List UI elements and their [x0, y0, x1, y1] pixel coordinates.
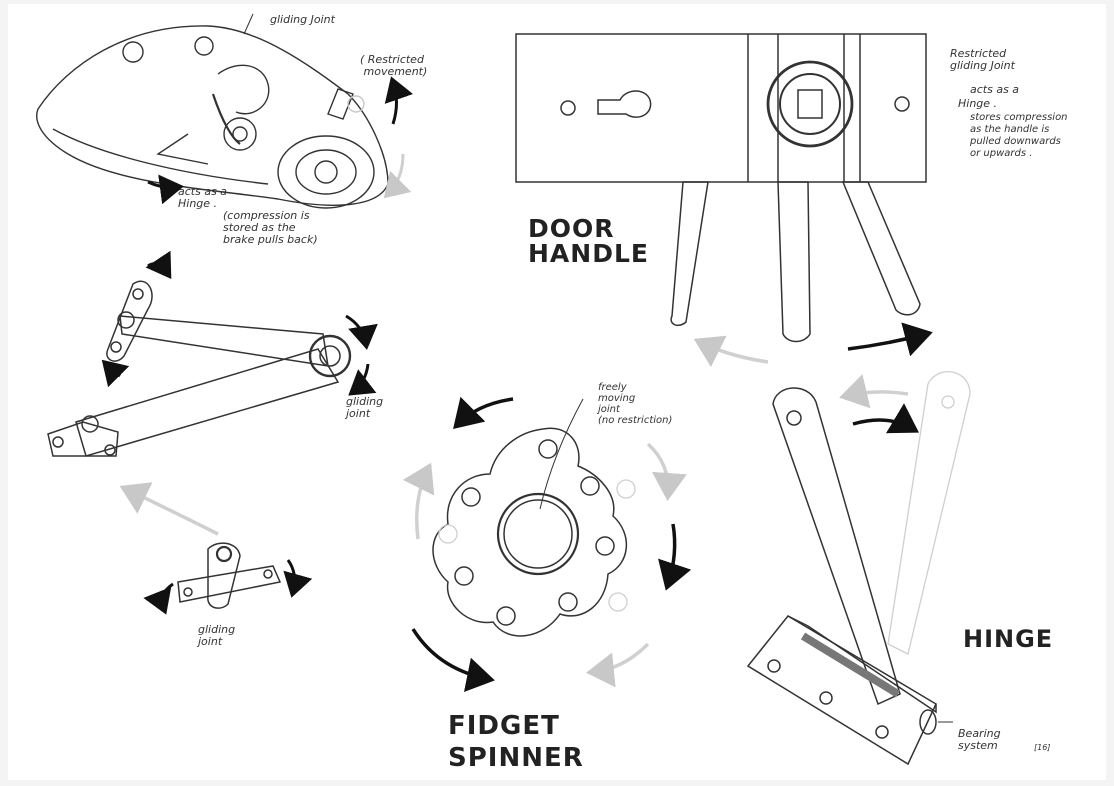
spinner-faded-bottom-arrow — [586, 642, 650, 688]
spinner-faded-left-arrow — [402, 462, 435, 540]
fidget-spinner-sketch — [432, 427, 627, 637]
hinge-title: HINGE — [963, 625, 1054, 653]
hinge-faded-arrow — [839, 374, 909, 409]
spinner-faded-right-arrow — [646, 442, 687, 501]
linkage-upper-arrow — [345, 314, 378, 350]
linkage-gliding-joint-label: gliding joint — [346, 395, 384, 420]
brake-hinge-arrow — [147, 174, 184, 205]
brake-faded-arrow — [383, 153, 412, 199]
hinge-ghost — [887, 371, 971, 655]
linkage-top-arrow — [145, 250, 172, 279]
fidget-spinner-ghost — [438, 479, 636, 612]
brake-restricted-label: ( Restricted movement) — [360, 53, 428, 78]
spinner-bottom-arrow — [411, 628, 495, 693]
brake-gliding-joint-label: gliding Joint — [270, 13, 335, 26]
small-linkage-gliding-joint-label: gliding joint — [198, 623, 236, 648]
small-linkage-faded-arrow — [119, 482, 219, 536]
spinner-leader-line — [539, 398, 584, 510]
door-handle-faded-arrow — [693, 335, 769, 368]
small-linkage-right-arrow — [283, 559, 313, 598]
spinner-joint-note: freely moving joint (no restriction) — [598, 382, 673, 426]
door-handle-title: DOOR HANDLE — [528, 214, 649, 268]
page-number: [16] — [1034, 743, 1051, 752]
spinner-right-arrow — [658, 523, 692, 591]
fidget-spinner-title: FIDGET SPINNER — [448, 711, 584, 773]
linkage-lower-arrow — [348, 363, 377, 396]
door-handle-stores-note: stores compression as the handle is pull… — [970, 112, 1068, 159]
spinner-top-arrow — [453, 396, 514, 429]
sketch-drawing — [36, 13, 971, 766]
door-handle-gliding-note: Restricted gliding Joint — [950, 47, 1015, 72]
door-handle-arrow — [847, 322, 933, 357]
linkage-sketch — [47, 280, 352, 457]
door-handle-hinge-note: Hinge . — [958, 97, 998, 110]
brake-leader-line — [243, 13, 254, 35]
brake-sketch — [36, 25, 389, 209]
brake-rotation-arrow — [384, 76, 414, 125]
brake-acts-as-hinge-label: acts as a Hinge . — [178, 185, 228, 210]
small-linkage-sketch — [177, 542, 282, 609]
door-handle-acts-note: acts as a — [970, 83, 1020, 96]
door-handle-sketch — [515, 33, 927, 343]
hinge-arrow — [852, 403, 920, 434]
hinge-sketch — [746, 387, 937, 766]
linkage-left-arrow — [101, 359, 130, 388]
sketch-sheet: gliding Joint ( Restricted movement) act… — [8, 4, 1106, 780]
small-linkage-left-arrow — [143, 582, 174, 615]
hinge-bearing-label: Bearing system — [958, 727, 1001, 752]
brake-compression-label: (compression is stored as the brake pull… — [223, 209, 318, 246]
